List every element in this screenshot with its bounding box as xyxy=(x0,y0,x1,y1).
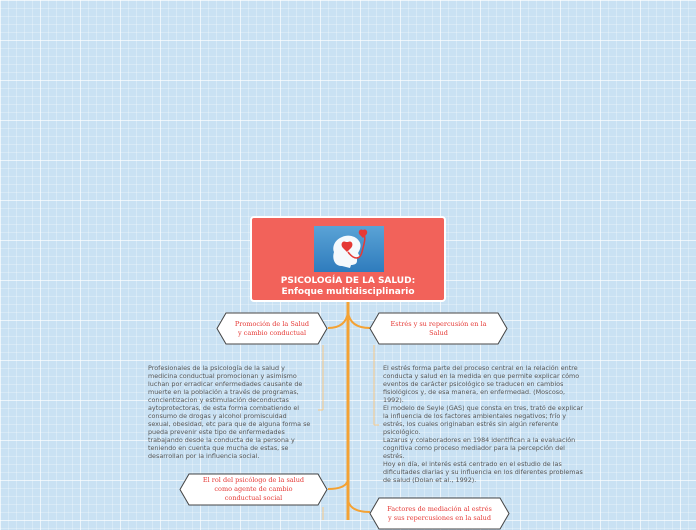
topic-label-factores: Factores de mediación al estrés y sus re… xyxy=(387,504,492,522)
topic-shape xyxy=(369,312,508,345)
topic-shape xyxy=(216,312,328,345)
topic-promocion[interactable]: Promoción de la Salud y cambio conductua… xyxy=(216,312,328,345)
branch-line-estres xyxy=(347,311,371,329)
central-topic[interactable]: PSICOLOGÍA DE LA SALUD: Enfoque multidis… xyxy=(250,216,446,302)
note-estres[interactable]: El estrés forma parte del proceso centra… xyxy=(383,364,584,484)
topic-label-promocion: Promoción de la Salud y cambio conductua… xyxy=(234,319,310,337)
branch-line-rol xyxy=(327,479,349,490)
topic-estres[interactable]: Estrés y su repercusión en la Salud xyxy=(369,312,508,345)
topic-label-rol: El rol del psicólogo de la salud como ag… xyxy=(202,476,305,502)
central-subtitle: Enfoque multidisciplinario xyxy=(281,287,415,297)
branch-line-promocion xyxy=(327,311,349,329)
topic-shape xyxy=(179,473,328,506)
topic-label-estres: Estrés y su repercusión en la Salud xyxy=(390,319,487,337)
branch-line-factores xyxy=(347,499,371,513)
topic-rol[interactable]: El rol del psicólogo de la salud como ag… xyxy=(179,473,328,506)
note-promocion[interactable]: Profesionales de la psicología de la sal… xyxy=(148,364,311,460)
topic-factores[interactable]: Factores de mediación al estrés y sus re… xyxy=(369,497,510,530)
central-title: PSICOLOGÍA DE LA SALUD: xyxy=(280,276,416,286)
head-with-heart-icon xyxy=(314,226,384,272)
